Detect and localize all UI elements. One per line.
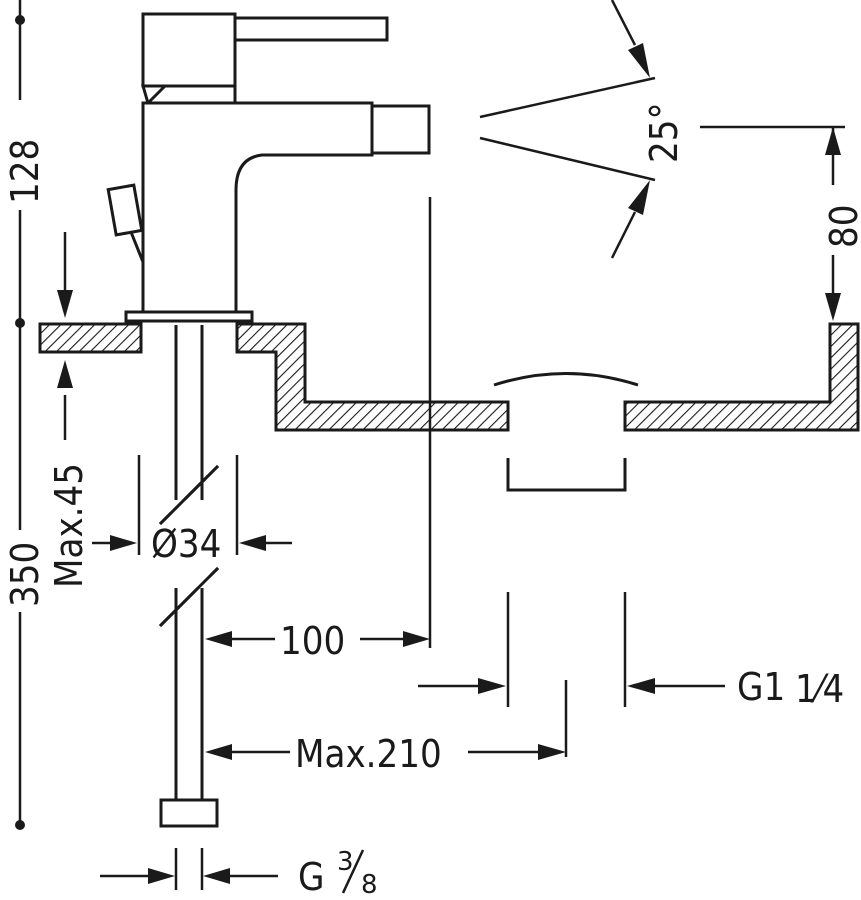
supply-thread-dimension [100, 848, 278, 890]
bidet-ceramic-right-section [623, 322, 860, 432]
countertop-left-section [38, 322, 143, 354]
supply-thread-frac-bar [341, 849, 365, 894]
waste-thread-fraction: 1⁄4 [795, 667, 844, 711]
height-total-label: 350 [3, 542, 47, 607]
mixer-lever [140, 12, 389, 105]
spout-height-label: 80 [822, 205, 861, 249]
spray-angle-label: 25° [642, 102, 686, 163]
max-thickness-dimension [57, 232, 73, 440]
max-distance-label: Max.210 [295, 732, 442, 776]
waste-thread-label: G1 [737, 665, 785, 709]
supply-thread-frac-num: 3 [337, 847, 354, 877]
hose-break-gap [170, 500, 210, 588]
waste-thread-dimension [418, 678, 725, 694]
max-thickness-label: Max.45 [47, 463, 91, 588]
popup-rod [106, 183, 145, 263]
reach-dimension [205, 197, 432, 648]
dimension-dot-top [15, 15, 25, 25]
dimension-dot-bottom [15, 820, 25, 830]
spout-height-dimension [700, 125, 845, 321]
reach-label: 100 [280, 619, 345, 663]
supply-thread-label: G [298, 855, 325, 899]
diameter-label: Ø34 [151, 522, 221, 566]
spray-angle-dimension [479, 0, 656, 259]
height-top-label: 128 [3, 139, 47, 204]
supply-thread-frac-den: 8 [361, 870, 378, 900]
bidet-ceramic-section [235, 322, 510, 432]
mixer-body [124, 101, 431, 323]
dimension-dot-middle [15, 318, 25, 328]
vertical-dimension-line [15, 0, 25, 830]
max-distance-dimension [205, 744, 566, 760]
waste-outlet [493, 372, 639, 757]
diameter-dimension [92, 455, 292, 555]
